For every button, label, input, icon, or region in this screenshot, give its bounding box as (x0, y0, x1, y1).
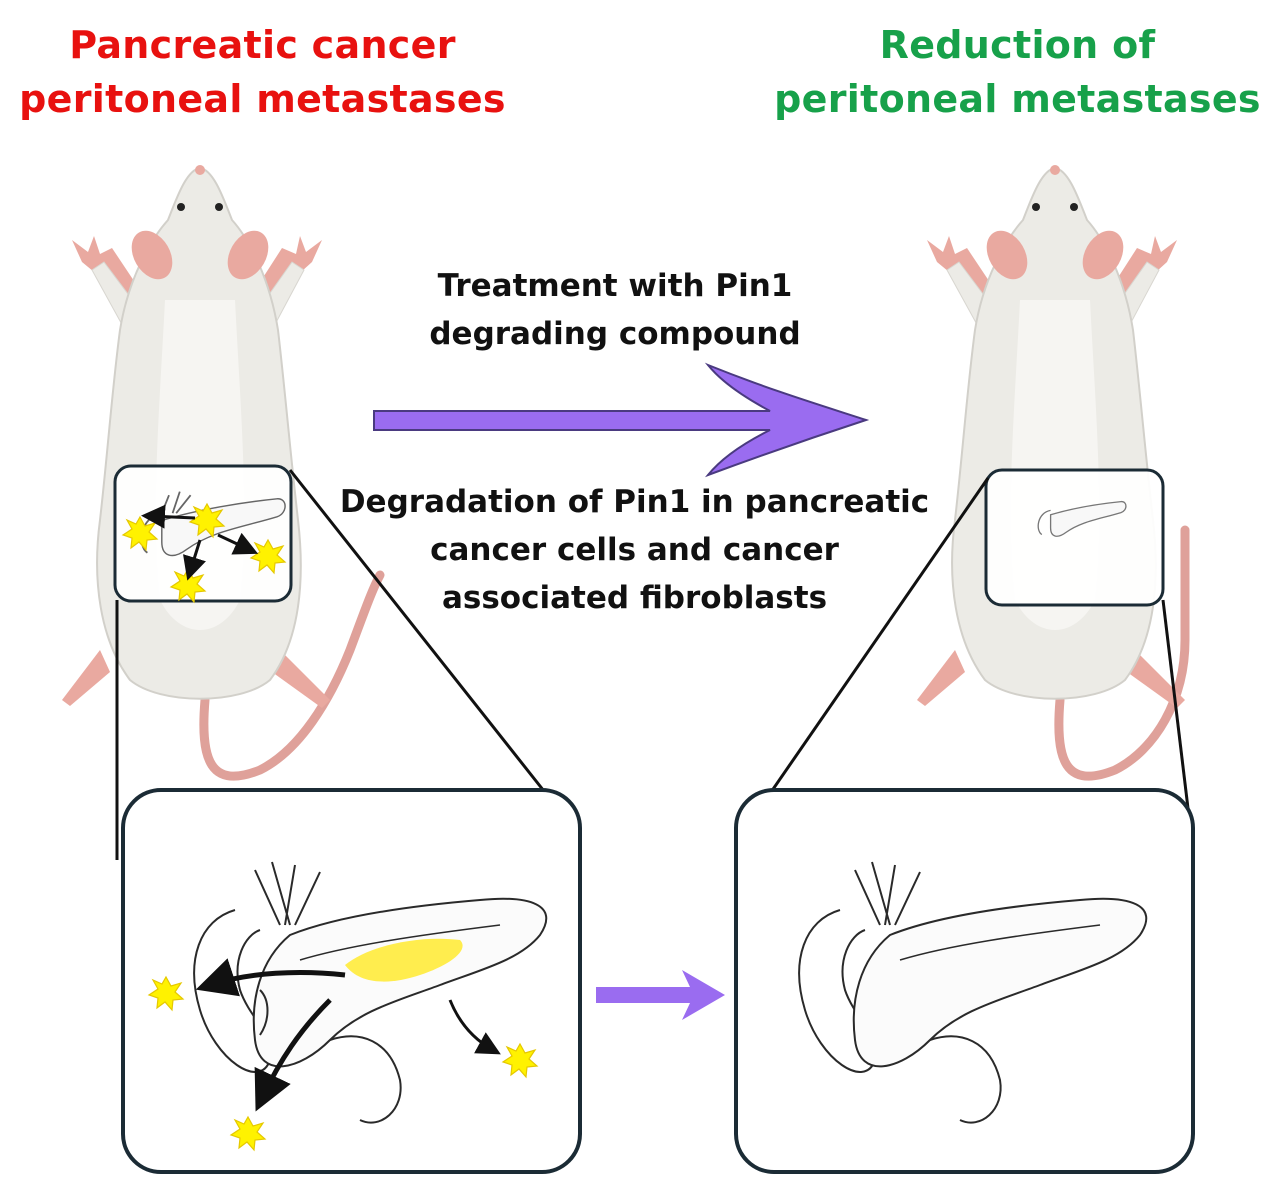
left-title-line1: Pancreatic cancer (69, 23, 456, 67)
zoom-line-right-a (758, 477, 990, 809)
zoom-line-left-b (288, 469, 557, 806)
left-title: Pancreatic cancer peritoneal metastases (0, 18, 525, 126)
treatment-line2: degrading compound (429, 316, 801, 352)
treatment-label: Treatment with Pin1 degrading compound (380, 262, 850, 358)
effect-label: Degradation of Pin1 in pancreatic cancer… (322, 478, 947, 622)
arrow-right-icon (373, 362, 870, 478)
zoom-line-right-b (1161, 599, 1192, 826)
pancreas-icon-small-right (1037, 500, 1127, 537)
effect-line1: Degradation of Pin1 in pancreatic (339, 484, 930, 520)
right-title: Reduction of peritoneal metastases (760, 18, 1275, 126)
inset-large-left (121, 788, 582, 1174)
pancreas-icon-small-left (140, 491, 286, 557)
tumor-icon-primary (345, 938, 463, 982)
pancreas-icon-large-right (798, 861, 1148, 1124)
inset-small-right (984, 468, 1165, 607)
inset-large-right (734, 788, 1195, 1174)
right-title-line2: peritoneal metastases (774, 77, 1261, 121)
inset-small-left (113, 464, 293, 603)
effect-line2: cancer cells and cancer (430, 532, 839, 568)
right-title-line1: Reduction of (879, 23, 1156, 67)
left-title-line2: peritoneal metastases (19, 77, 506, 121)
effect-line3: associated fibroblasts (441, 580, 828, 616)
arrow-right-icon-small (596, 970, 725, 1020)
treatment-line1: Treatment with Pin1 (437, 268, 793, 304)
